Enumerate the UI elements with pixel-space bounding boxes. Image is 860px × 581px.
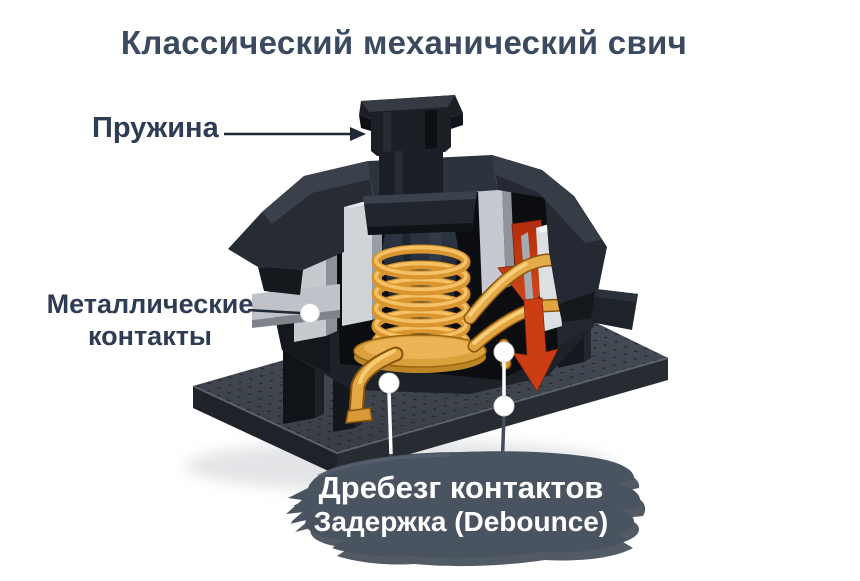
right-leader-line <box>493 341 515 473</box>
label-spring: Пружина <box>92 112 219 144</box>
callout-line1: Дребезг контактов <box>318 470 604 505</box>
upper-housing <box>228 155 638 330</box>
callout-blob <box>286 451 646 567</box>
contacts-pointer-line <box>247 303 320 323</box>
pointer-dot <box>300 303 320 323</box>
stem <box>359 95 477 235</box>
spring-pointer-line <box>224 127 366 141</box>
callout-debounce: Дребезг контактов Задержка (Debounce) <box>300 471 622 538</box>
pointer-dot <box>493 395 515 417</box>
bounce-arrow-icon <box>512 297 559 392</box>
label-metal-contacts-line1: Металлические <box>46 289 254 319</box>
left-contact-pin <box>345 346 404 424</box>
pointer-dot <box>378 372 400 394</box>
pointer-dot <box>493 341 515 363</box>
label-metal-contacts: Металлические контакты <box>40 288 260 352</box>
arrowhead-icon <box>350 127 366 141</box>
callout-line2: Задержка (Debounce) <box>313 506 609 537</box>
label-metal-contacts-line2: контакты <box>88 321 212 351</box>
page-title: Классический механический свич <box>120 24 688 61</box>
